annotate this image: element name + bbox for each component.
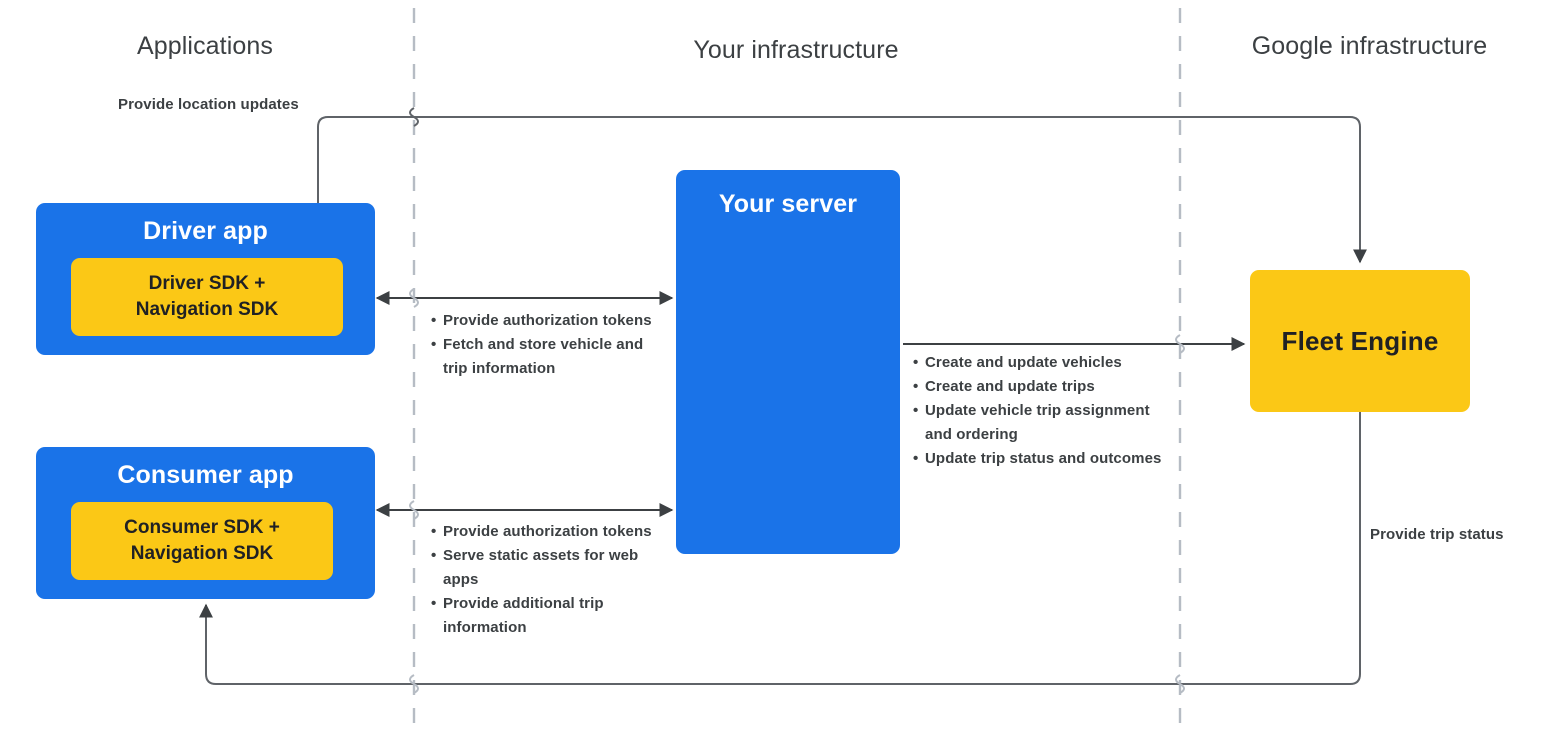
consumer-app-title: Consumer app [117,461,294,489]
column-heading-your-infrastructure: Your infrastructure [693,36,899,64]
driver-sdk-line-2: Navigation SDK [135,299,279,320]
edge-label-provide-trip-status: Provide trip status [1370,526,1504,543]
edge-bullets-server-fleet: Create and update vehicles Create and up… [913,351,1173,471]
edge-bullets-driver-server: Provide authorization tokens Fetch and s… [431,309,661,381]
wire-hop-4 [1175,334,1185,354]
node-fleet-engine[interactable]: Fleet Engine [1250,270,1470,412]
list-item: Provide authorization tokens [431,309,661,333]
node-your-server[interactable]: Your server [676,170,900,554]
wire-hop-5 [1175,674,1185,694]
consumer-sdk-line-1: Consumer SDK + [124,516,280,538]
driver-app-title: Driver app [143,217,268,245]
driver-sdk-line-1: Driver SDK + [148,272,266,294]
wire-hop-6 [409,674,419,694]
node-consumer-app[interactable]: Consumer app Consumer SDK + Navigation S… [36,447,375,599]
node-consumer-sdk[interactable]: Consumer SDK + Navigation SDK [71,502,333,580]
wire-hop-1 [409,107,419,127]
node-driver-app[interactable]: Driver app Driver SDK + Navigation SDK [36,203,375,355]
list-item: Create and update trips [913,375,1173,399]
consumer-sdk-line-2: Navigation SDK [130,543,274,564]
list-item: Update trip status and outcomes [913,447,1173,471]
wire-hop-3 [409,500,419,520]
list-item: Create and update vehicles [913,351,1173,375]
column-heading-google-infrastructure: Google infrastructure [1251,32,1488,60]
column-heading-applications: Applications [136,32,273,60]
list-item: Provide authorization tokens [431,520,661,544]
wire-hop-2 [409,288,419,308]
your-server-title: Your server [718,190,858,218]
list-item: Provide additional trip information [431,592,661,640]
fleet-engine-title: Fleet Engine [1281,325,1439,356]
list-item: Fetch and store vehicle and trip informa… [431,333,661,381]
node-driver-sdk[interactable]: Driver SDK + Navigation SDK [71,258,343,336]
list-item: Update vehicle trip assignment and order… [913,399,1173,447]
list-item: Serve static assets for web apps [431,544,661,592]
edge-bullets-consumer-server: Provide authorization tokens Serve stati… [431,520,661,640]
edge-label-provide-location-updates: Provide location updates [118,96,299,113]
